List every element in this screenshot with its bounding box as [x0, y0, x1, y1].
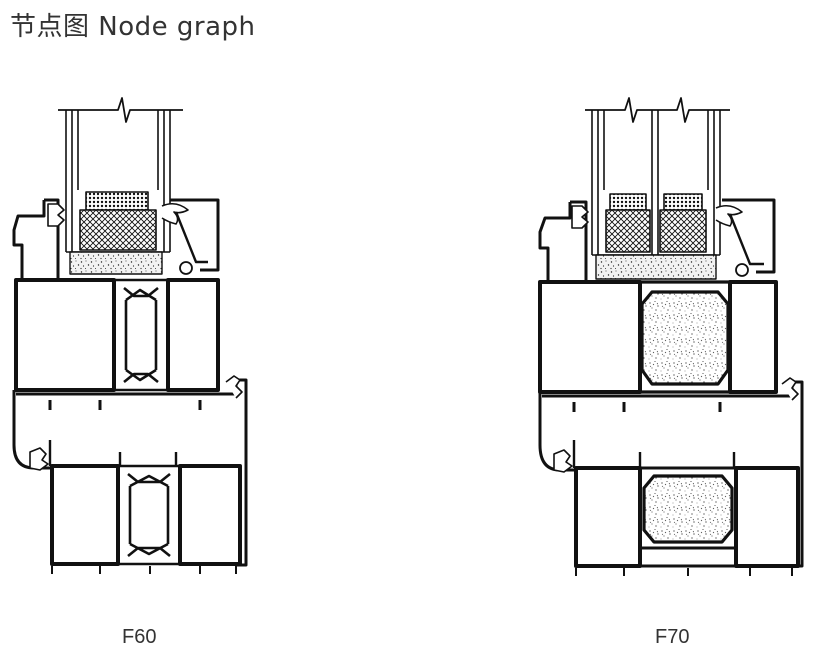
f60-glass-break-line: [58, 97, 183, 123]
f70-insulating-foam-lower: [642, 474, 734, 544]
f70-sash-chamber-left: [538, 280, 642, 394]
f70-glazing-bead: [728, 213, 764, 266]
f60-sash-chamber-right: [166, 278, 220, 392]
f70-glass-pane: [591, 110, 721, 256]
f60-frame-chamber-right: [178, 464, 242, 566]
f70-glass-break-line: [585, 97, 730, 123]
f60-sealant: [79, 209, 157, 251]
f70-sealant-right: [659, 209, 707, 253]
f70-outer-frame: [538, 380, 804, 568]
f70-frame-chamber-left: [574, 466, 642, 568]
f70-setting-block: [595, 254, 717, 280]
f60-gasket-mid: [225, 375, 243, 399]
f70-profile-section: [538, 97, 804, 576]
f60-glazing-bead: [174, 211, 208, 264]
f70-sash-chamber-right: [728, 280, 778, 394]
f70-sash-frame: [538, 198, 776, 280]
f60-setting-block: [69, 251, 163, 275]
f60-gasket-left: [47, 203, 65, 227]
f70-spacer-left: [609, 193, 647, 211]
f60-thermal-break-lower: [116, 464, 182, 566]
f70-gasket-lower-left: [553, 449, 573, 473]
f60-gasket-right: [161, 202, 189, 225]
f70-gasket-mid: [781, 377, 799, 401]
f70-sealant-left: [605, 209, 651, 253]
f70-gasket-left: [571, 205, 589, 229]
page-title: 节点图 Node graph: [10, 12, 256, 42]
f60-gasket-lower-left: [29, 447, 49, 471]
f60-label: F60: [122, 626, 157, 648]
f60-frame-chamber-left: [50, 464, 120, 566]
f70-label: F70: [655, 626, 690, 648]
f60-sash-chamber-left: [14, 278, 116, 392]
f60-outer-frame: [12, 378, 248, 567]
f70-insulating-foam-upper: [640, 290, 730, 386]
f60-sash-frame: [12, 198, 220, 278]
f70-gasket-right: [715, 204, 743, 227]
f70-spacer-right: [663, 193, 703, 211]
f70-frame-chamber-right: [734, 466, 800, 568]
f60-thermal-break-upper: [112, 278, 170, 392]
f60-spacer: [85, 191, 149, 211]
f60-profile-section: [12, 97, 248, 574]
